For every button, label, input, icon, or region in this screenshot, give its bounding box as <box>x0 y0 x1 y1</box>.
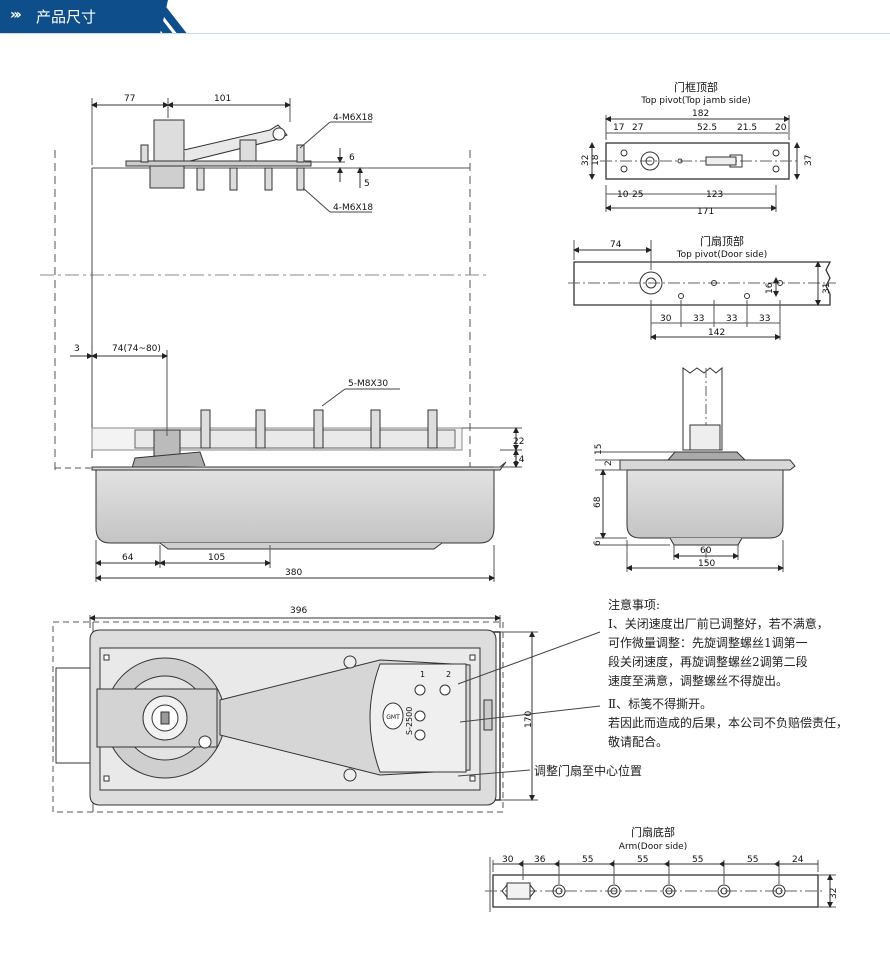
top-jamb-view <box>589 115 800 212</box>
dim-18: 18 <box>591 154 601 166</box>
dim-101: 101 <box>214 94 231 104</box>
brand-logo: GMT <box>386 714 400 721</box>
dim-s68: 68 <box>593 496 603 508</box>
top-door-view <box>568 240 836 340</box>
dim-a55d: 55 <box>747 855 758 865</box>
plan-view <box>52 615 601 813</box>
screw-2-label: 2 <box>446 670 451 679</box>
dim-22: 22 <box>513 437 524 447</box>
top-jamb-title-cn: 门框顶部 <box>674 80 718 94</box>
dim-77: 77 <box>124 94 135 104</box>
dim-182: 182 <box>692 109 709 119</box>
top-door-labels: 门扇顶部 Top pivot(Door side) 74 16 31 30 33… <box>610 234 832 338</box>
dim-t33a: 33 <box>693 314 704 324</box>
dim-17: 17 <box>613 123 624 133</box>
side-view <box>40 98 522 582</box>
dim-m6-bottom: 4-M6X18 <box>333 203 373 213</box>
dim-3: 3 <box>74 344 80 354</box>
screw-1-label: 1 <box>420 670 425 679</box>
dim-s15: 15 <box>594 444 604 455</box>
dim-5: 5 <box>364 179 370 189</box>
dim-52-5: 52.5 <box>697 123 717 133</box>
dim-37: 37 <box>804 155 814 166</box>
end-view <box>595 366 796 572</box>
dim-s60: 60 <box>700 546 712 556</box>
dim-6: 6 <box>349 153 355 163</box>
top-jamb-labels: 门框顶部 Top pivot(Top jamb side) 182 17 27 … <box>581 80 814 217</box>
notes-line-2: 可作微量调整：先旋调整螺丝1调第一 <box>608 636 808 650</box>
header-divider <box>0 33 890 34</box>
notes-heading: 注意事项: <box>608 598 661 612</box>
dim-171: 171 <box>697 207 714 217</box>
dim-10: 10 <box>617 190 629 200</box>
notes-line-5: Ⅱ、标笺不得撕开。 <box>608 697 713 711</box>
dim-a55a: 55 <box>582 855 593 865</box>
dim-64: 64 <box>122 553 134 563</box>
center-adjust-note: 调整门扇至中心位置 <box>534 764 643 778</box>
dim-380: 380 <box>285 568 302 578</box>
arm-title-cn: 门扇底部 <box>631 825 675 839</box>
notes-line-4: 速度至满意，调整螺丝不得旋出。 <box>608 674 789 688</box>
section-title: 产品尺寸 <box>36 8 97 26</box>
dim-170: 170 <box>524 711 534 728</box>
dim-a36: 36 <box>534 855 546 865</box>
chevron-right-icon: »› <box>10 7 22 23</box>
dim-74-80: 74(74~80) <box>112 344 161 354</box>
arm-view-labels: 门扇底部 Arm(Door side) 30 36 55 55 55 55 24… <box>502 825 839 899</box>
dim-t30: 30 <box>660 314 672 324</box>
notes-line-6: 若因此而造成的后果，本公司不负赔偿责任， <box>608 716 849 730</box>
top-door-title-en: Top pivot(Door side) <box>676 250 768 260</box>
dim-t31: 31 <box>822 283 832 294</box>
model-label: S-2500 <box>405 707 414 735</box>
dim-32: 32 <box>581 155 591 166</box>
section-header: »› 产品尺寸 <box>0 0 890 34</box>
notes-block: 注意事项: Ⅰ、关闭速度出厂前已调整好，若不满意， 可作微量调整：先旋调整螺丝1… <box>608 596 868 752</box>
dim-t74: 74 <box>610 240 622 250</box>
dim-21-5: 21.5 <box>737 123 757 133</box>
top-door-title-cn: 门扇顶部 <box>700 234 744 248</box>
dim-s150: 150 <box>698 559 715 569</box>
dim-a55c: 55 <box>692 855 703 865</box>
dim-s6: 6 <box>593 540 603 546</box>
dim-t33b: 33 <box>726 314 737 324</box>
dim-s2: 2 <box>604 460 614 466</box>
dim-20: 20 <box>775 123 787 133</box>
header-bar <box>0 0 168 34</box>
dim-27: 27 <box>632 123 643 133</box>
arm-view <box>485 857 836 912</box>
arm-title-en: Arm(Door side) <box>619 842 687 852</box>
dim-105: 105 <box>208 553 225 563</box>
dim-123: 123 <box>706 190 723 200</box>
notes-line-7: 敬请配合。 <box>608 735 669 749</box>
dim-a32: 32 <box>829 888 839 899</box>
dim-396: 396 <box>290 606 307 616</box>
end-view-labels: 15 2 68 6 60 150 <box>593 444 715 569</box>
dim-t16: 16 <box>765 282 775 294</box>
dim-14: 14 <box>513 455 525 465</box>
notes-line-1: Ⅰ、关闭速度出厂前已调整好，若不满意， <box>608 617 829 631</box>
dim-m6-top: 4-M6X18 <box>333 113 373 123</box>
side-view-labels: 77 101 4-M6X18 4-M6X18 6 5 3 74(74~80) 5… <box>74 94 525 578</box>
dim-m8: 5-M8X30 <box>348 379 388 389</box>
plan-view-labels: 396 170 1 2 GMT S-2500 <box>290 606 534 735</box>
dim-25: 25 <box>632 190 643 200</box>
dim-t33c: 33 <box>759 314 770 324</box>
dim-a24: 24 <box>792 855 804 865</box>
top-jamb-title-en: Top pivot(Top jamb side) <box>640 96 751 106</box>
dim-a55b: 55 <box>637 855 648 865</box>
dim-t142: 142 <box>708 328 725 338</box>
dim-a30: 30 <box>502 855 514 865</box>
notes-line-3: 段关闭速度，再旋调整螺丝2调第二段 <box>608 655 808 669</box>
